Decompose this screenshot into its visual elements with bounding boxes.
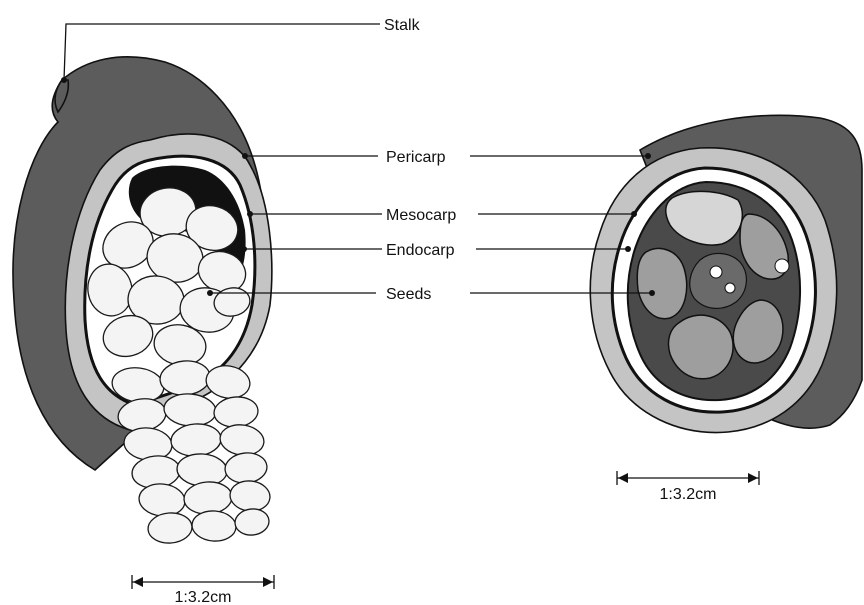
pericarp-dot-right bbox=[645, 153, 651, 159]
seed bbox=[147, 512, 193, 545]
endocarp-dot-right bbox=[625, 246, 631, 252]
label-pericarp: Pericarp bbox=[386, 149, 446, 166]
scale-bar-left: 1:3.2cm bbox=[132, 575, 274, 605]
label-stalk: Stalk bbox=[384, 17, 421, 34]
label-seeds: Seeds bbox=[386, 286, 431, 303]
scale-bar-right-arrow-start bbox=[618, 473, 628, 483]
cross-section-pod bbox=[590, 115, 862, 432]
label-mesocarp: Mesocarp bbox=[386, 207, 456, 224]
seed bbox=[191, 510, 237, 543]
scale-bar-right-arrow-end bbox=[748, 473, 758, 483]
seed bbox=[213, 395, 259, 429]
scale-bar-right-label: 1:3.2cm bbox=[660, 486, 717, 503]
placenta-detail bbox=[725, 283, 735, 293]
label-endocarp: Endocarp bbox=[386, 242, 455, 259]
seed bbox=[183, 480, 233, 515]
pericarp-dot-left bbox=[242, 153, 248, 159]
placenta-detail bbox=[775, 259, 789, 273]
placenta bbox=[690, 253, 747, 308]
seeds-dot-right bbox=[649, 290, 655, 296]
seeds-dot-left bbox=[207, 290, 213, 296]
scale-bar-right: 1:3.2cm bbox=[617, 471, 759, 503]
mesocarp-dot-right bbox=[631, 211, 637, 217]
mesocarp-dot-left bbox=[247, 211, 253, 217]
seed bbox=[218, 422, 266, 458]
endocarp-dot-left bbox=[241, 246, 247, 252]
scale-bar-left-label: 1:3.2cm bbox=[175, 589, 232, 605]
stalk-leader-dot bbox=[61, 77, 67, 83]
longitudinal-section-pod bbox=[13, 57, 272, 545]
scale-bar-left-arrow-start bbox=[133, 577, 143, 587]
extracted-seeds-column bbox=[110, 359, 272, 545]
seed bbox=[170, 422, 222, 457]
part-labels: Stalk Pericarp Mesocarp Endocarp Seeds bbox=[384, 17, 456, 303]
scale-bar-left-arrow-end bbox=[263, 577, 273, 587]
placenta-detail bbox=[710, 266, 722, 278]
seed bbox=[229, 479, 272, 513]
seed bbox=[234, 507, 271, 536]
seed bbox=[224, 451, 269, 485]
